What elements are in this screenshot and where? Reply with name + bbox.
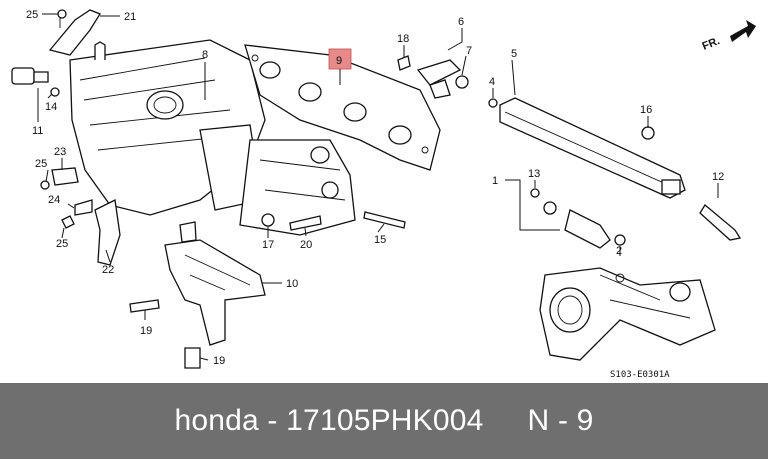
callout-17: 17 [262,239,274,251]
callout-18: 18 [397,33,409,45]
callout-13: 13 [528,168,540,180]
separator-dash: - [267,404,278,437]
injector-assembly [530,188,626,249]
callout-19-bottom: 19 [213,355,225,367]
direction-label: FR. [701,35,722,53]
callout-23: 23 [54,146,66,158]
callout-22: 22 [102,264,114,276]
stay-bolts [129,299,201,369]
upper-bracket [48,9,101,56]
pressure-regulator [397,55,469,99]
drawing-code: S103-E0301A [610,370,670,380]
callout-15: 15 [374,234,386,246]
sensor-assembly [11,67,60,97]
callout-25-top: 25 [26,9,38,21]
callout-4: 4 [489,76,495,88]
callout-25-mid: 25 [35,158,47,170]
brand-name: honda [174,404,259,437]
callout-9: 9 [336,55,342,67]
part-number: 17105PHK004 [286,404,484,437]
stud-bolt [363,211,406,229]
callout-5: 5 [511,48,517,60]
callout-25-low: 25 [56,238,68,250]
callout-21: 21 [124,11,136,23]
reference-number: N - 9 [527,404,594,437]
center-bolts [261,213,322,231]
intake-manifold-gasket [244,44,441,171]
front-direction-arrow: FR. [701,20,756,53]
part-info-banner: honda - 17105PHK004 N - 9 [0,383,768,459]
callout-16: 16 [640,104,652,116]
callout-24: 24 [48,194,60,206]
callout-1: 1 [492,175,498,187]
callout-2: 2 [616,245,622,257]
callout-10: 10 [286,278,298,290]
manifold-stay [164,221,266,346]
callout-11: 11 [32,125,43,137]
callout-14: 14 [45,101,57,113]
left-fasteners [40,167,121,266]
cylinder-head [539,267,716,361]
callout-labels: 25 21 8 18 6 7 5 9 4 16 14 11 23 25 24 2… [26,9,724,367]
intake-manifold [69,39,356,236]
callout-19-left: 19 [140,325,152,337]
callout-20: 20 [300,239,312,251]
leader-lines [37,13,719,361]
callout-6: 6 [458,16,464,28]
callout-12: 12 [712,171,724,183]
fuel-rail [488,97,686,199]
callout-7: 7 [466,45,472,57]
parts-diagram: FR. [11,9,756,380]
callout-8: 8 [202,49,208,61]
